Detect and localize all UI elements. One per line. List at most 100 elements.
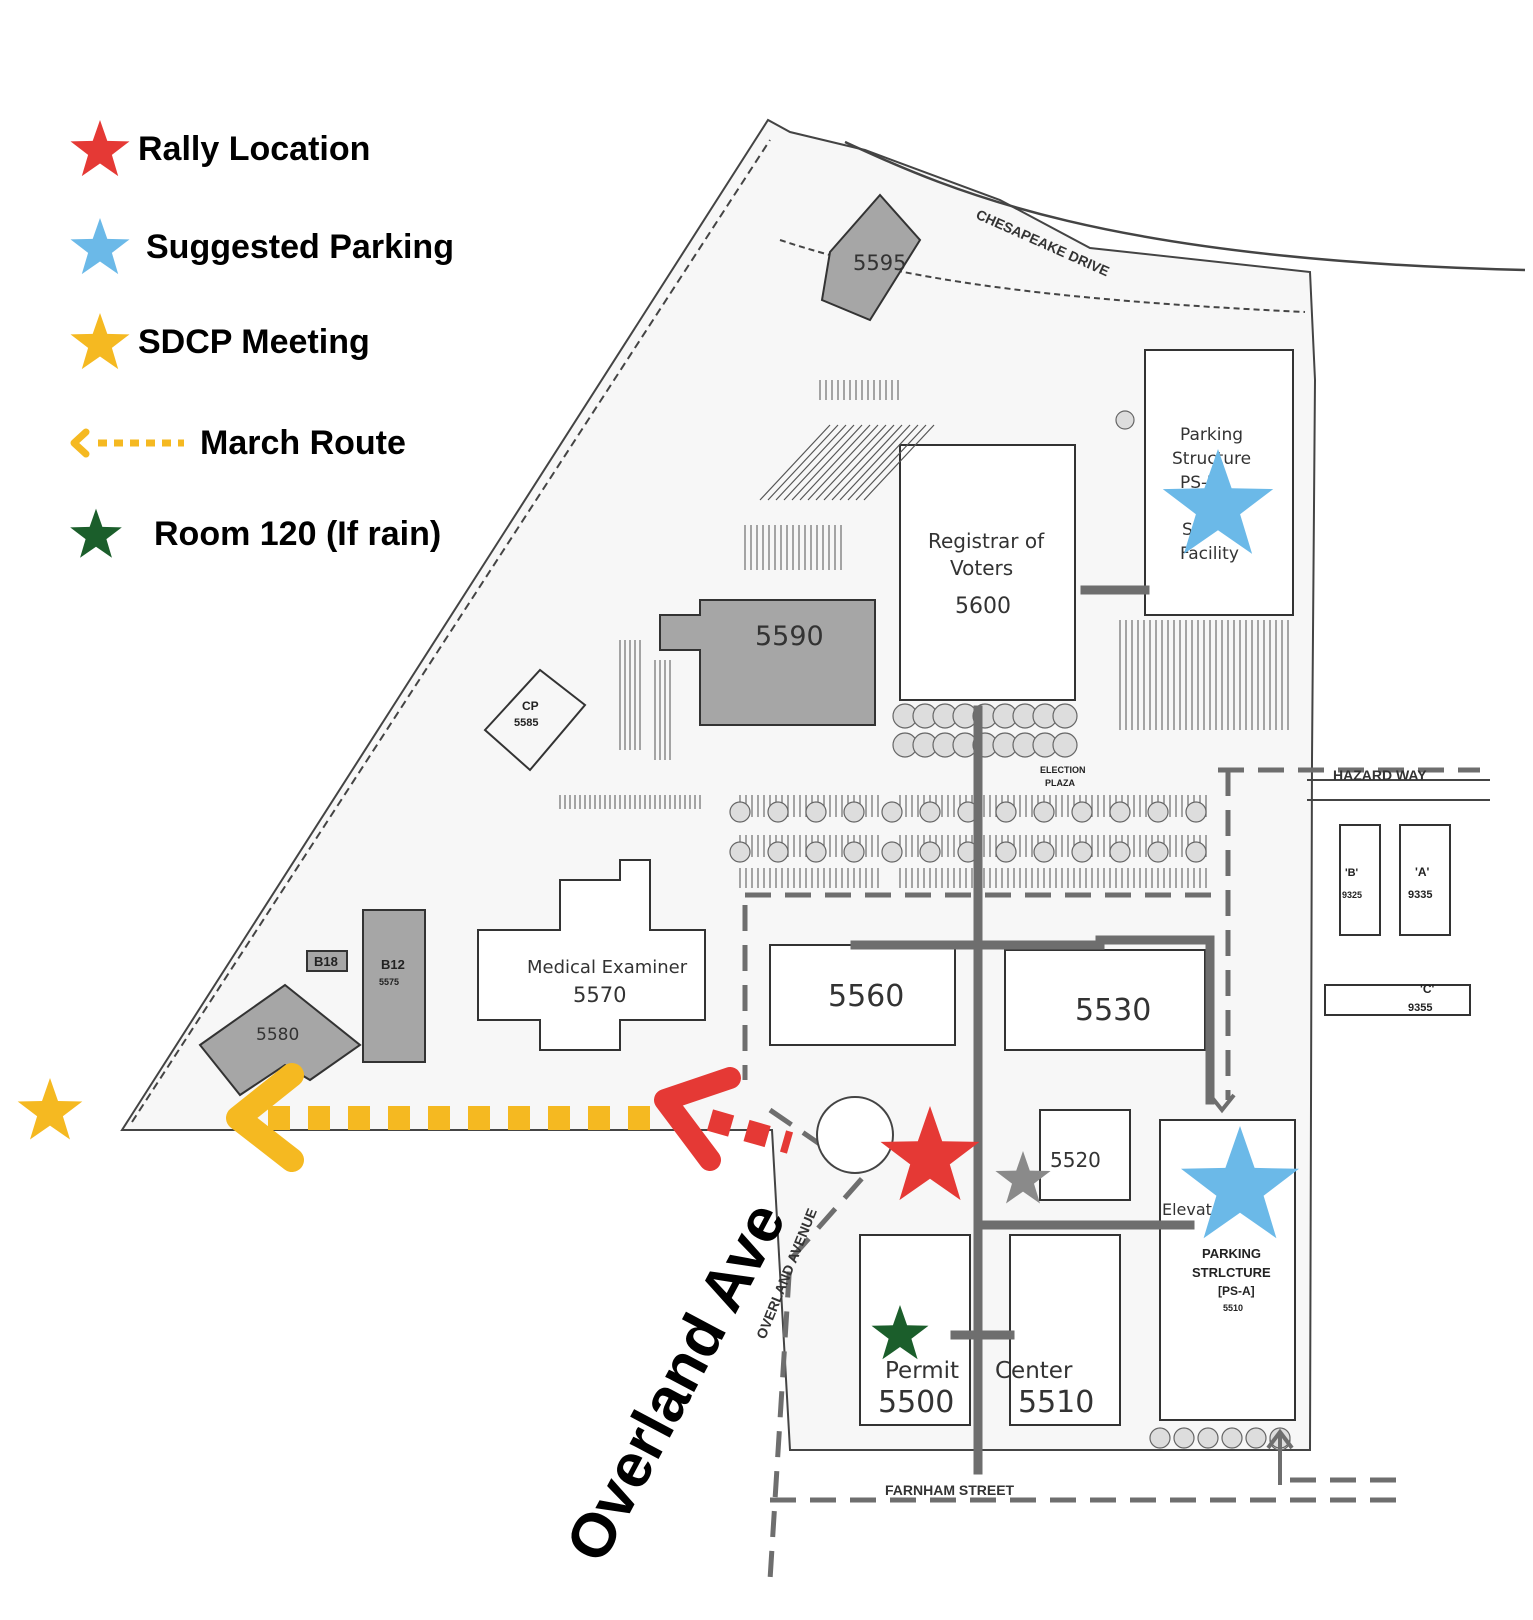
march-route bbox=[226, 1063, 794, 1172]
label-ps-a-3: [PS-A] bbox=[1218, 1284, 1255, 1298]
blue-star-icon bbox=[70, 218, 130, 275]
walkway-route bbox=[850, 585, 1215, 1475]
hatch-line bbox=[831, 424, 903, 501]
tree bbox=[1147, 841, 1169, 863]
march-route-arrowhead bbox=[226, 1063, 304, 1172]
hatch-line bbox=[847, 424, 919, 501]
tree bbox=[881, 801, 903, 823]
tree bbox=[881, 841, 903, 863]
hatch-line bbox=[783, 424, 855, 501]
dotted-arrow-icon bbox=[70, 428, 184, 458]
label-5530: 5530 bbox=[1075, 993, 1151, 1028]
tree bbox=[1197, 1427, 1219, 1449]
legend-item-rally: Rally Location bbox=[68, 117, 370, 181]
label-5580: 5580 bbox=[256, 1025, 299, 1045]
tree bbox=[1033, 841, 1055, 863]
hatch-line bbox=[775, 424, 847, 501]
label-5520: 5520 bbox=[1050, 1148, 1101, 1172]
building-c-9355 bbox=[1324, 984, 1471, 1016]
label-hazard-way: HAZARD WAY bbox=[1333, 767, 1427, 783]
tree bbox=[1109, 801, 1131, 823]
label-elevator: Elevato bbox=[1162, 1200, 1222, 1219]
label-medical-examiner: Medical Examiner bbox=[527, 957, 688, 978]
building-5600 bbox=[899, 444, 1076, 701]
yellow-star-icon bbox=[70, 313, 130, 370]
tree bbox=[805, 801, 827, 823]
label-5510: 5510 bbox=[1018, 1385, 1094, 1420]
tree bbox=[1109, 841, 1131, 863]
building-cp-5585 bbox=[483, 668, 587, 772]
legend-label-rally: Rally Location bbox=[138, 129, 371, 168]
rain-star-icon bbox=[871, 1305, 929, 1360]
hatch-line bbox=[863, 424, 935, 501]
tree bbox=[1149, 1427, 1171, 1449]
label-ps-b-1: Parking bbox=[1180, 425, 1243, 445]
route-arrows bbox=[1208, 1093, 1294, 1485]
building-5580 bbox=[198, 983, 362, 1097]
building-5510 bbox=[1009, 1234, 1121, 1426]
label-ps-a-2: STRLCTURE bbox=[1192, 1265, 1271, 1280]
label-ps-b-5: Facility bbox=[1180, 544, 1239, 564]
rally-star-icon bbox=[880, 1106, 980, 1201]
label-c-num: 9355 bbox=[1408, 1002, 1432, 1014]
roundabout bbox=[816, 1096, 894, 1174]
march-route-red-arrowhead bbox=[654, 1067, 741, 1171]
hatch-line bbox=[767, 424, 839, 501]
tree bbox=[729, 841, 751, 863]
map-markers bbox=[17, 449, 1299, 1360]
tree bbox=[1185, 801, 1207, 823]
red-star-icon bbox=[70, 120, 130, 177]
gray-star-icon bbox=[995, 1151, 1051, 1204]
building-b-9325 bbox=[1339, 824, 1381, 936]
label-a-num: 9335 bbox=[1408, 889, 1432, 901]
building-b18 bbox=[306, 950, 348, 972]
tree bbox=[729, 801, 751, 823]
building-b12 bbox=[362, 909, 426, 1063]
tree bbox=[767, 841, 789, 863]
tree bbox=[805, 841, 827, 863]
label-5570: 5570 bbox=[573, 983, 626, 1007]
tree bbox=[1052, 732, 1078, 758]
label-a: 'A' bbox=[1415, 865, 1430, 879]
label-b18: B18 bbox=[314, 954, 338, 969]
building-5520 bbox=[1039, 1109, 1131, 1201]
tree bbox=[1147, 801, 1169, 823]
label-5560: 5560 bbox=[828, 979, 904, 1014]
parking-star-icon bbox=[1162, 449, 1274, 554]
tree bbox=[1071, 801, 1093, 823]
building-5590 bbox=[659, 599, 876, 726]
building-5560 bbox=[769, 944, 956, 1046]
label-registrar-2: Voters bbox=[950, 556, 1013, 580]
label-b12: B12 bbox=[381, 957, 405, 972]
label-registrar-1: Registrar of bbox=[928, 529, 1045, 553]
label-ps-a-1: PARKING bbox=[1202, 1246, 1261, 1261]
hatch-line bbox=[799, 424, 871, 501]
label-cp-num: 5585 bbox=[514, 717, 538, 729]
hatch-line bbox=[759, 424, 831, 501]
hatch-line bbox=[855, 424, 927, 501]
legend-label-meeting: SDCP Meeting bbox=[138, 322, 370, 361]
tree bbox=[1071, 841, 1093, 863]
legend-item-parking: Suggested Parking bbox=[68, 215, 454, 279]
tree bbox=[843, 801, 865, 823]
march-route-red-dots bbox=[706, 1109, 794, 1154]
hatch-line bbox=[839, 424, 911, 501]
label-farnham-street: FARNHAM STREET bbox=[885, 1482, 1015, 1498]
hatch-line bbox=[815, 424, 887, 501]
building-medical-examiner-5570 bbox=[477, 859, 706, 1051]
label-cp: CP bbox=[522, 699, 539, 713]
building-a-9335 bbox=[1399, 824, 1451, 936]
tree bbox=[995, 841, 1017, 863]
label-5600: 5600 bbox=[955, 594, 1011, 619]
label-ps-a-4: 5510 bbox=[1223, 1303, 1243, 1313]
label-5595: 5595 bbox=[853, 251, 906, 275]
legend-item-meeting: SDCP Meeting bbox=[68, 310, 370, 374]
label-c: 'C' bbox=[1420, 982, 1435, 996]
legend-label-parking: Suggested Parking bbox=[146, 227, 454, 266]
building-5530 bbox=[1004, 949, 1206, 1051]
tree bbox=[1185, 841, 1207, 863]
legend-item-rain: Room 120 (If rain) bbox=[68, 506, 441, 562]
parking-star-icon bbox=[1181, 1126, 1299, 1239]
hatch-line bbox=[807, 424, 879, 501]
hatch-line bbox=[791, 424, 863, 501]
